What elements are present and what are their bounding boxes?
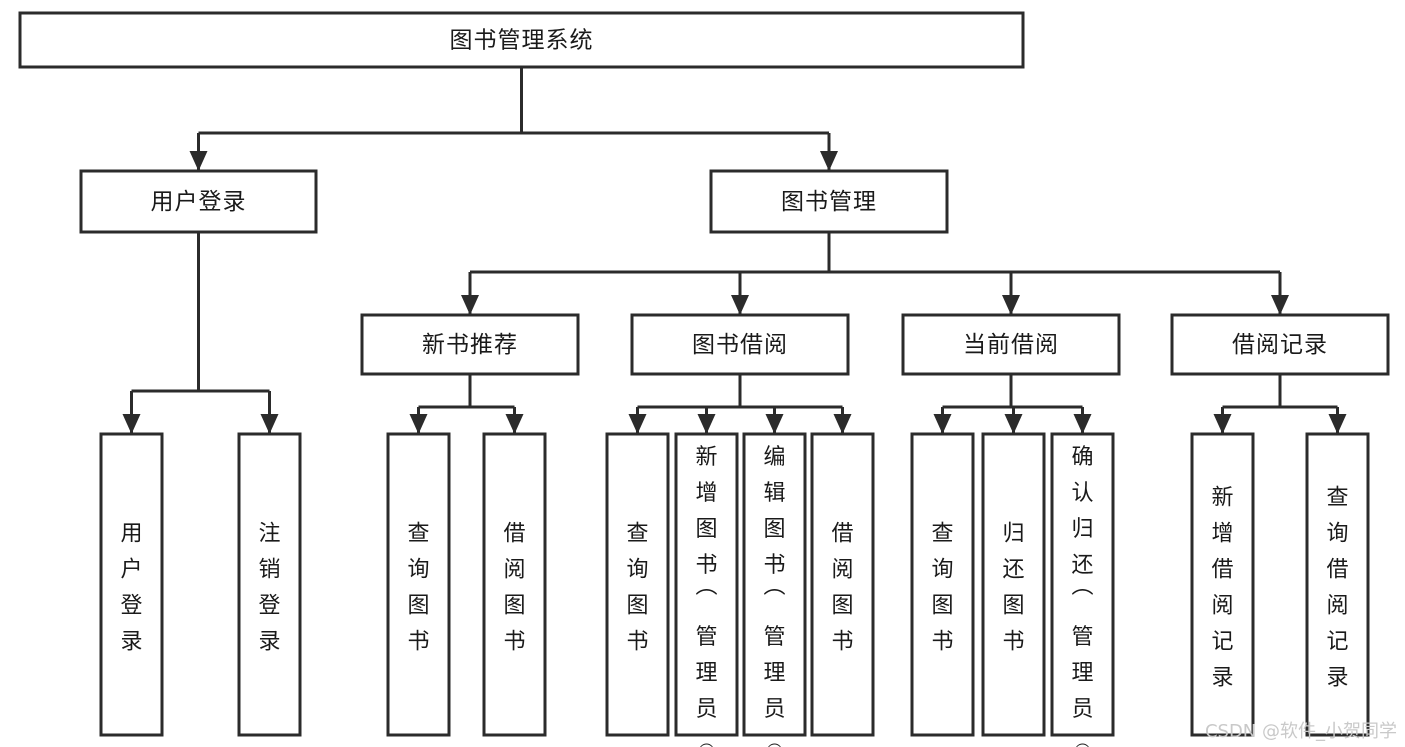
node-borrow-record[interactable]: 借阅记录 — [1170, 313, 1390, 376]
node-leaf-logout-login[interactable]: 注销登录 — [237, 432, 302, 737]
arrow-icon-user-login — [189, 151, 208, 171]
node-label-leaf-confirm-return-admin: 确认归还⌒管理员⌓ — [1071, 445, 1093, 747]
arrow-icon-leaf-query-book-1 — [409, 414, 428, 434]
node-label-leaf-add-book-admin: 新增图书⌒管理员⌓ — [695, 445, 717, 747]
arrow-icon-leaf-add-book-admin — [697, 414, 716, 434]
node-box-leaf-borrow-book-2 — [810, 432, 875, 737]
node-label-book-manage: 图书管理 — [781, 189, 877, 215]
arrow-icon-leaf-logout-login — [260, 414, 279, 434]
arrow-icon-new-book-recommend — [461, 295, 479, 315]
node-box-leaf-add-book-admin — [674, 432, 739, 737]
node-box-book-borrow — [630, 313, 850, 376]
node-box-leaf-query-borrow-record — [1305, 432, 1370, 737]
node-leaf-confirm-return-admin[interactable]: 确认归还⌒管理员⌓ — [1050, 432, 1115, 747]
node-leaf-return-book[interactable]: 归还图书 — [981, 432, 1046, 737]
node-box-user-login — [79, 169, 318, 234]
node-label-current-borrow: 当前借阅 — [963, 332, 1059, 358]
node-box-leaf-add-borrow-record — [1190, 432, 1255, 737]
arrow-icon-borrow-record — [1271, 295, 1289, 315]
arrow-icon-leaf-query-borrow-record — [1328, 414, 1347, 434]
arrow-icon-current-borrow — [1002, 295, 1020, 315]
node-leaf-user-login[interactable]: 用户登录 — [99, 432, 164, 737]
arrow-icon-leaf-add-borrow-record — [1213, 414, 1232, 434]
node-label-book-borrow: 图书借阅 — [692, 332, 788, 358]
node-label-borrow-record: 借阅记录 — [1232, 332, 1328, 358]
arrow-icon-leaf-query-book-3 — [933, 414, 952, 434]
node-box-book-manage — [709, 169, 949, 234]
node-label-leaf-query-book-1: 查询图书 — [407, 522, 429, 655]
node-box-leaf-confirm-return-admin — [1050, 432, 1115, 737]
node-box-leaf-return-book — [981, 432, 1046, 737]
node-label-user-login: 用户登录 — [151, 189, 247, 215]
node-box-borrow-record — [1170, 313, 1390, 376]
node-leaf-edit-book-admin[interactable]: 编辑图书⌒管理员⌓ — [742, 432, 807, 747]
arrow-icon-leaf-query-book-2 — [628, 414, 647, 434]
node-label-new-book-recommend: 新书推荐 — [422, 332, 518, 358]
node-label-leaf-query-borrow-record: 查询借阅记录 — [1326, 486, 1348, 691]
node-leaf-query-book-3[interactable]: 查询图书 — [910, 432, 975, 737]
arrow-icon-leaf-return-book — [1004, 414, 1023, 434]
node-user-login[interactable]: 用户登录 — [79, 169, 318, 234]
node-label-leaf-add-borrow-record: 新增借阅记录 — [1211, 486, 1233, 691]
arrow-icon-book-manage — [820, 151, 838, 171]
node-label-leaf-borrow-book-2: 借阅图书 — [831, 522, 853, 655]
node-label-leaf-user-login: 用户登录 — [120, 522, 142, 655]
node-box-leaf-query-book-3 — [910, 432, 975, 737]
node-leaf-borrow-book-1[interactable]: 借阅图书 — [482, 432, 547, 737]
node-new-book-recommend[interactable]: 新书推荐 — [360, 313, 580, 376]
node-box-leaf-borrow-book-1 — [482, 432, 547, 737]
node-leaf-borrow-book-2[interactable]: 借阅图书 — [810, 432, 875, 737]
node-leaf-add-borrow-record[interactable]: 新增借阅记录 — [1190, 432, 1255, 737]
csdn-watermark: CSDN @软件_小贺同学 — [1204, 721, 1397, 742]
node-leaf-query-borrow-record[interactable]: 查询借阅记录 — [1305, 432, 1370, 737]
node-layer: 图书管理系统用户登录图书管理新书推荐图书借阅当前借阅借阅记录用户登录注销登录查询… — [18, 11, 1390, 747]
node-label-leaf-return-book: 归还图书 — [1002, 522, 1024, 655]
node-box-leaf-query-book-2 — [605, 432, 670, 737]
node-box-new-book-recommend — [360, 313, 580, 376]
arrow-icon-book-borrow — [731, 295, 749, 315]
arrow-icon-leaf-confirm-return-admin — [1073, 414, 1092, 434]
node-box-leaf-user-login — [99, 432, 164, 737]
node-box-leaf-logout-login — [237, 432, 302, 737]
node-box-current-borrow — [901, 313, 1121, 376]
node-current-borrow[interactable]: 当前借阅 — [901, 313, 1121, 376]
connector-layer — [122, 67, 1347, 434]
node-box-leaf-query-book-1 — [386, 432, 451, 737]
arrow-icon-leaf-borrow-book-2 — [833, 414, 852, 434]
node-book-borrow[interactable]: 图书借阅 — [630, 313, 850, 376]
node-root[interactable]: 图书管理系统 — [18, 11, 1025, 69]
node-label-root: 图书管理系统 — [450, 28, 594, 54]
node-label-leaf-edit-book-admin: 编辑图书⌒管理员⌓ — [763, 445, 785, 747]
arrow-icon-leaf-borrow-book-1 — [505, 414, 524, 434]
arrow-icon-leaf-edit-book-admin — [765, 414, 784, 434]
node-leaf-query-book-1[interactable]: 查询图书 — [386, 432, 451, 737]
node-leaf-query-book-2[interactable]: 查询图书 — [605, 432, 670, 737]
arrow-icon-leaf-user-login — [122, 414, 141, 434]
node-label-leaf-logout-login: 注销登录 — [258, 522, 280, 655]
node-leaf-add-book-admin[interactable]: 新增图书⌒管理员⌓ — [674, 432, 739, 747]
node-box-leaf-edit-book-admin — [742, 432, 807, 737]
node-label-leaf-borrow-book-1: 借阅图书 — [503, 522, 525, 655]
node-book-manage[interactable]: 图书管理 — [709, 169, 949, 234]
node-label-leaf-query-book-3: 查询图书 — [931, 522, 953, 655]
node-box-root — [18, 11, 1025, 69]
node-label-leaf-query-book-2: 查询图书 — [626, 522, 648, 655]
